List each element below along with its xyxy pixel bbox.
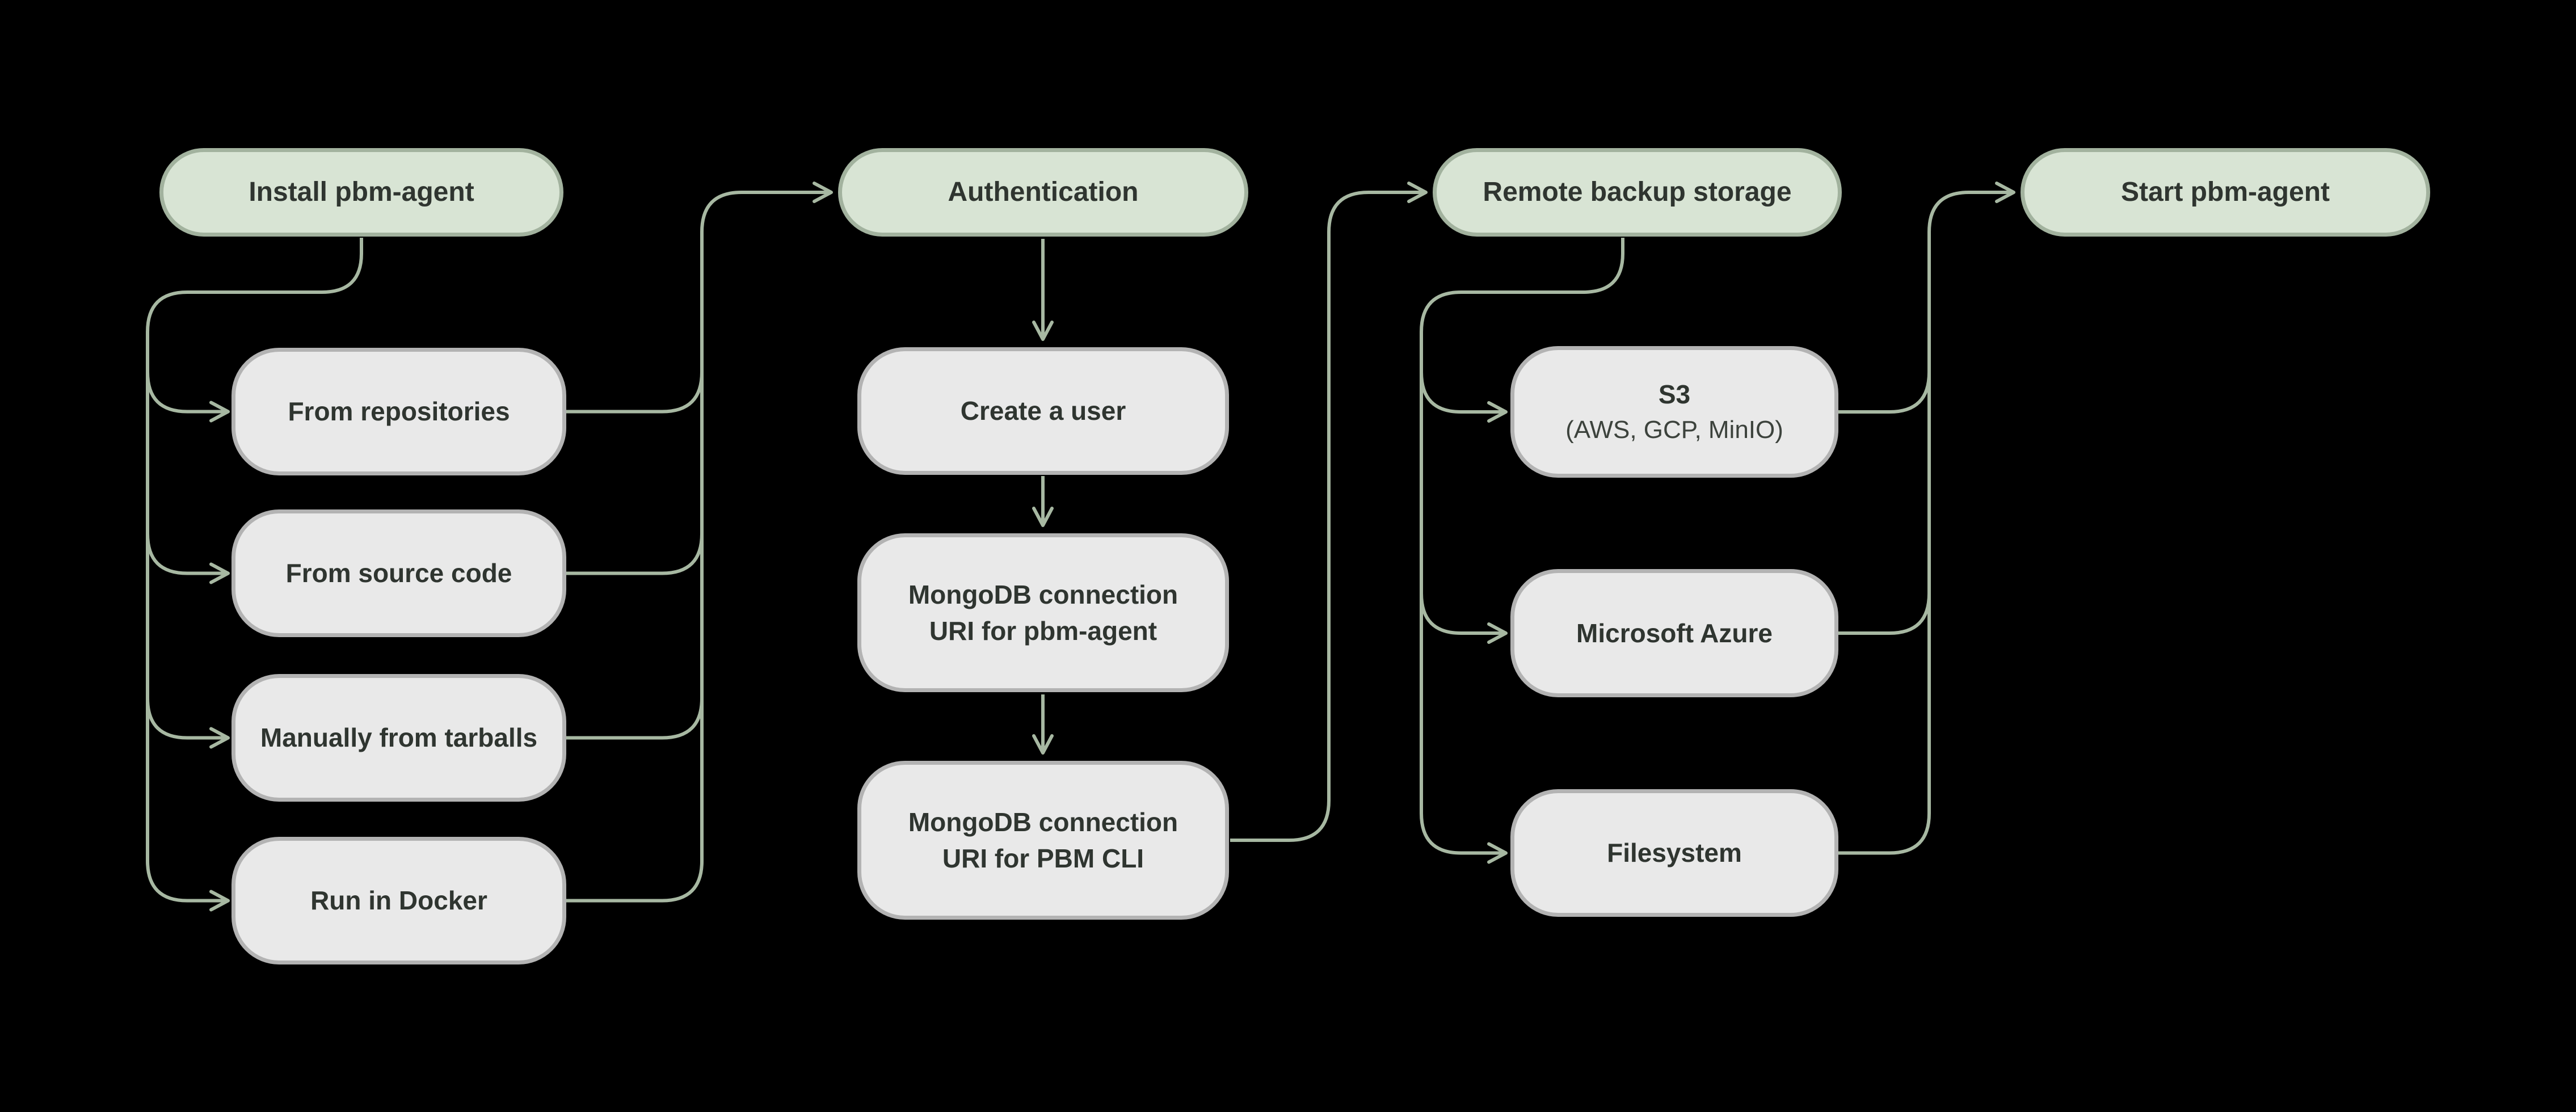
edge-storage-branch-1 [1420, 372, 1508, 423]
node-label: Manually from tarballs [260, 723, 538, 753]
edge-install-branch-2 [146, 533, 230, 584]
node-label-line1: MongoDB connection [908, 807, 1178, 837]
edge-merge1-a [566, 372, 704, 414]
node-label: Run in Docker [310, 886, 487, 916]
header-remote-backup-storage: Remote backup storage [1433, 148, 1842, 237]
node-from-repositories: From repositories [231, 348, 566, 475]
header-label: Authentication [948, 177, 1139, 208]
edge-storage-branch-2 [1420, 593, 1508, 644]
node-mongodb-uri-pbm-cli: MongoDB connection URI for PBM CLI [857, 761, 1229, 920]
header-authentication: Authentication [838, 148, 1248, 237]
node-label-line1: MongoDB connection [908, 579, 1178, 609]
node-label-line2: URI for pbm-agent [929, 616, 1157, 646]
edge-merge2-b [1838, 593, 1931, 635]
node-from-source-code: From source code [231, 509, 566, 637]
node-label: From repositories [288, 397, 510, 427]
node-label: From source code [285, 558, 512, 588]
node-mongodb-uri-pbm-agent: MongoDB connection URI for pbm-agent [857, 533, 1229, 692]
node-label-line2: (AWS, GCP, MinIO) [1565, 416, 1783, 444]
edge-cli-to-storage [1230, 182, 1428, 842]
node-label: Filesystem [1607, 838, 1742, 868]
header-install-pbm-agent: Install pbm-agent [159, 148, 563, 237]
edge-install-branch-3 [146, 698, 230, 749]
edge-merge1-b [566, 533, 704, 575]
node-label: Create a user [960, 396, 1126, 426]
node-s3: S3 (AWS, GCP, MinIO) [1510, 346, 1838, 478]
node-microsoft-azure: Microsoft Azure [1510, 569, 1838, 697]
node-filesystem: Filesystem [1510, 789, 1838, 917]
header-label: Start pbm-agent [2120, 177, 2330, 208]
edge-merge1-c [566, 698, 704, 740]
edge-merge2-trunk [1838, 182, 2015, 855]
header-label: Install pbm-agent [249, 177, 474, 208]
node-create-a-user: Create a user [857, 347, 1229, 475]
node-label-line2: URI for PBM CLI [942, 844, 1144, 873]
edge-install-branch-1 [146, 372, 230, 423]
edge-install-trunk [146, 238, 363, 912]
node-label: Microsoft Azure [1576, 618, 1773, 648]
edge-merge1-trunk [566, 182, 833, 903]
node-run-in-docker: Run in Docker [231, 837, 566, 964]
node-label-line1: S3 [1658, 380, 1691, 409]
edge-storage-trunk [1420, 238, 1624, 864]
node-manually-from-tarballs: Manually from tarballs [231, 674, 566, 802]
header-start-pbm-agent: Start pbm-agent [2021, 148, 2430, 237]
header-label: Remote backup storage [1483, 177, 1792, 208]
edge-merge2-a [1838, 372, 1931, 414]
